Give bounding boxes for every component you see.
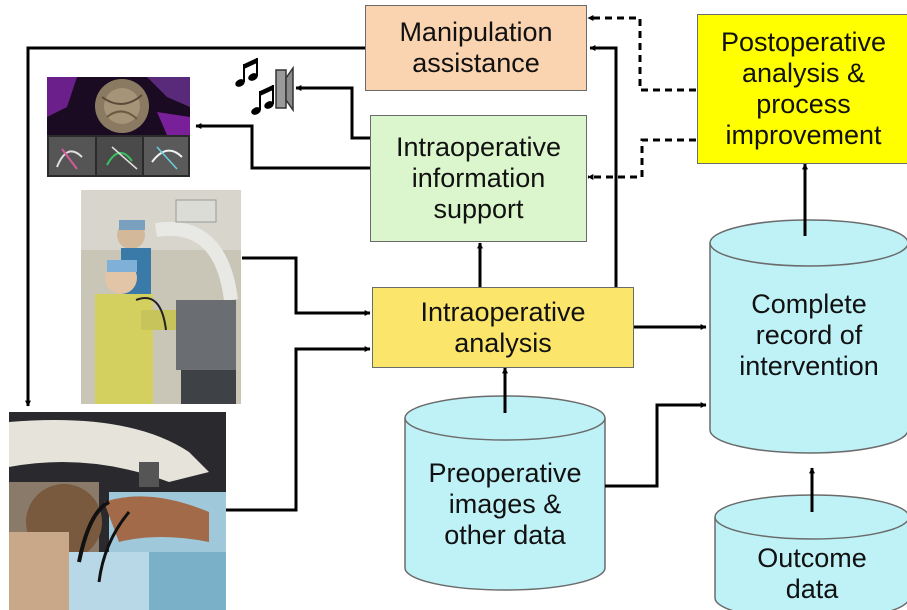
outcome-data-cylinder [714,494,907,610]
video-screen-thumbnail [47,77,190,177]
arrow-preop-to-record [605,402,707,488]
arrow-manipulation-to-endoscopy [25,46,365,407]
manipulation-assistance-box: Manipulation assistance [365,5,587,91]
arrow-endoscopy-to-analysis [226,346,371,512]
dashed-arrow-postop-to-info [587,138,696,180]
intraoperative-information-support-box: Intraoperative information support [370,115,587,242]
complete-record-label: Complete record of intervention [739,288,879,381]
postoperative-analysis-box: Postoperative analysis & process improve… [697,14,907,164]
intraoperative-analysis-box: Intraoperative analysis [372,287,634,368]
surgery-room-photo [81,190,241,404]
complete-record-cylinder [709,219,907,454]
arrow-analysis-to-manipulation [589,45,618,287]
arrow-info-to-screen [195,123,370,170]
music-notes-icon [235,58,274,115]
outcome-data-label: Outcome data [757,543,867,604]
preop-data-cylinder [404,395,606,591]
arrow-info-to-speaker [295,85,370,140]
endoscopy-photo [9,412,226,610]
arrow-room-photo-to-analysis [242,256,371,316]
speaker-icon [275,65,294,113]
dashed-arrow-postop-to-manipulation [587,15,696,92]
preoperative-data-label: Preoperative images & other data [428,457,582,550]
